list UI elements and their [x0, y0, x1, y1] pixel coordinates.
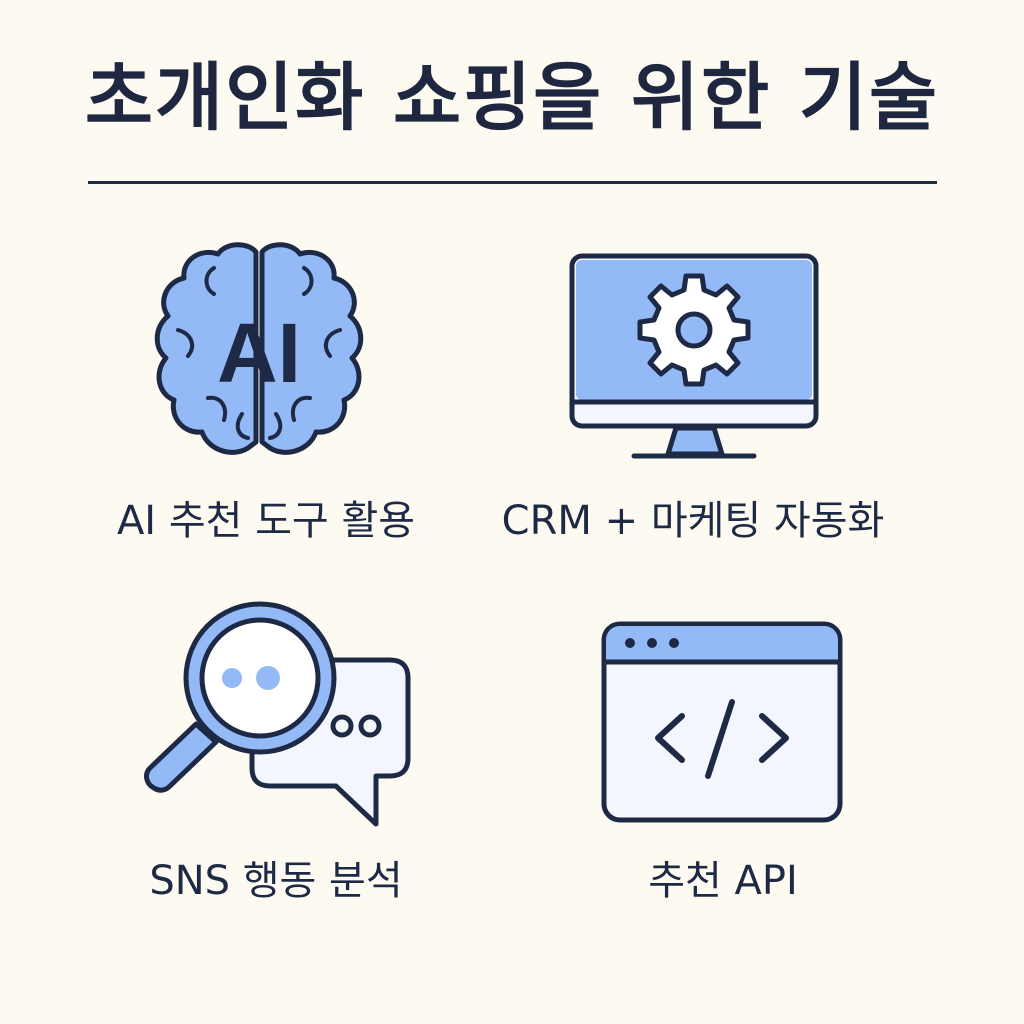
brain-ai-icon: AI — [154, 242, 364, 455]
item-label-ai-tools: AI 추천 도구 활용 — [116, 498, 416, 544]
magnifier-chat-icon — [144, 601, 411, 827]
page-title: 초개인화 쇼핑을 위한 기술 — [84, 55, 940, 141]
item-label-crm: CRM + 마케팅 자동화 — [501, 498, 885, 544]
brain-ai-text: AI — [217, 306, 301, 400]
title-divider — [88, 181, 937, 184]
item-label-api: 추천 API — [648, 858, 798, 904]
item-label-sns: SNS 행동 분석 — [149, 858, 403, 904]
browser-code-icon — [601, 621, 843, 823]
monitor-gear-icon — [569, 253, 819, 459]
